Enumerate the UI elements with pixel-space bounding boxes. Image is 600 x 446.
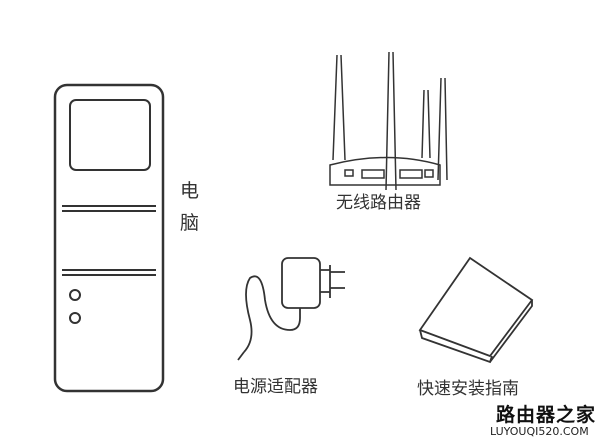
router-label: 无线路由器 [336, 193, 421, 213]
computer-label-2: 脑 [180, 212, 200, 234]
manual-label: 快速安装指南 [417, 379, 519, 399]
adapter-label: 电源适配器 [233, 377, 318, 397]
watermark-title: 路由器之家 [496, 404, 597, 426]
quick-install-guide-icon [418, 256, 534, 364]
computer-tower-icon [53, 83, 165, 393]
power-adapter-icon [237, 257, 345, 361]
computer-label-1: 电 [180, 180, 200, 202]
watermark-url: LUYOUQI520.COM [490, 425, 589, 438]
wireless-router-icon [329, 51, 448, 191]
